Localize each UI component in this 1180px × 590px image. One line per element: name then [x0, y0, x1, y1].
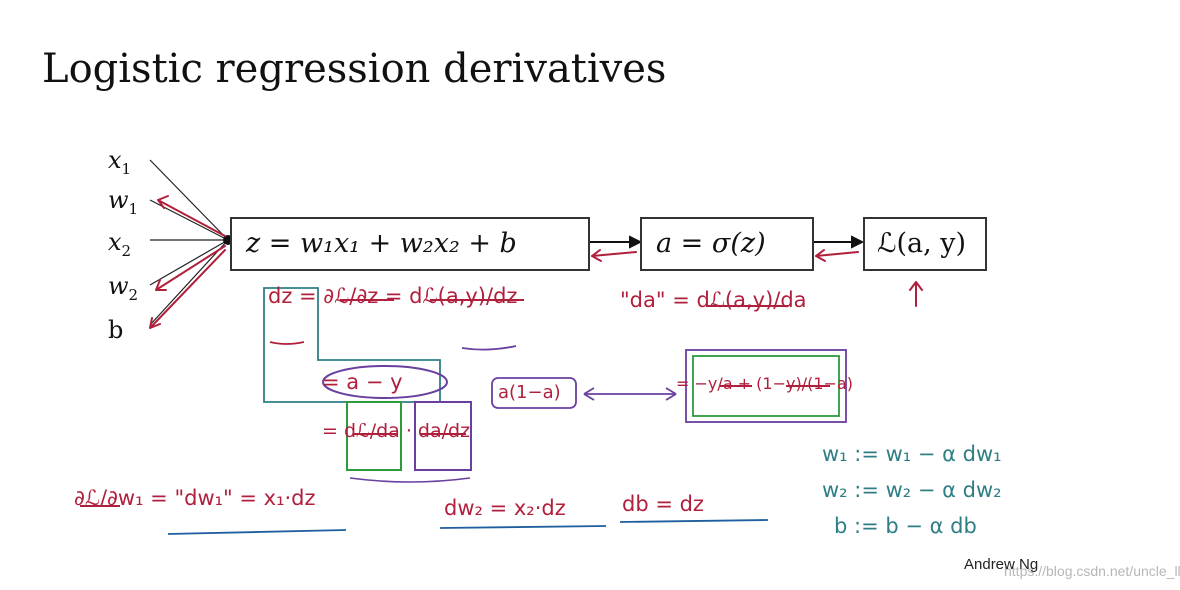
sigmoid-deriv-box: [491, 377, 577, 409]
dz-result: = a − y: [322, 370, 403, 394]
input-w1-sub: 1: [128, 199, 139, 218]
input-x2: x2: [108, 228, 131, 260]
da-result: = −y/a + (1−y)/(1−a): [676, 374, 853, 393]
z-node-label: z = w₁x₁ + w₂x₂ + b: [246, 228, 517, 259]
input-x2-var: x: [108, 228, 122, 256]
input-w2-var: w: [108, 272, 129, 300]
input-x2-sub: 2: [121, 241, 132, 260]
input-b: b: [108, 316, 123, 344]
input-lines: [149, 159, 229, 326]
loss-node-label: ℒ(a, y): [877, 228, 967, 259]
loss-node-box: ℒ(a, y): [863, 217, 987, 271]
backward-arrows-inputs: [149, 195, 226, 329]
input-w2: w2: [108, 272, 138, 304]
input-w2-sub: 2: [128, 285, 139, 304]
update-w2: w₂ := w₂ − α dw₂: [822, 478, 1002, 502]
update-w1: w₁ := w₁ − α dw₁: [822, 442, 1002, 466]
watermark: https://blog.csdn.net/uncle_ll: [1004, 563, 1180, 579]
da-result-green-box: [692, 355, 840, 417]
input-b-var: b: [108, 316, 124, 344]
da-dz-purple-box: [414, 401, 472, 471]
backward-arrows-nodes: [591, 249, 923, 307]
a-minus-y-circle: [322, 365, 448, 399]
double-arrow: [583, 387, 677, 401]
chain-underbrace: [349, 477, 471, 483]
input-x1-sub: 1: [121, 159, 132, 178]
input-x1: x1: [108, 146, 131, 178]
dw2-derivative: dw₂ = x₂·dz: [444, 496, 566, 520]
author-credit: Andrew Ng: [964, 556, 1039, 573]
update-b: b := b − α db: [834, 514, 977, 538]
dz-definition: dz = ∂ℒ/∂z = dℒ(a,y)/dz: [268, 284, 518, 308]
dl-da-green-box: [346, 401, 402, 471]
sigmoid-derivative: a(1−a): [498, 382, 561, 403]
slide-title: Logistic regression derivatives: [42, 46, 667, 92]
underlines: [167, 341, 769, 535]
db-derivative: db = dz: [622, 492, 704, 516]
forward-arrows: [588, 235, 865, 249]
dw1-derivative: ∂ℒ/∂w₁ = "dw₁" = x₁·dz: [74, 486, 316, 510]
fraction-bars: [80, 299, 830, 507]
a-node-box: a = σ(z): [640, 217, 814, 271]
a-node-label: a = σ(z): [656, 228, 766, 259]
z-node-box: z = w₁x₁ + w₂x₂ + b: [230, 217, 590, 271]
da-result-purple-box: [685, 349, 847, 423]
input-w1: w1: [108, 186, 138, 218]
dz-bracket: [263, 287, 441, 403]
input-x1-var: x: [108, 146, 122, 174]
input-w1-var: w: [108, 186, 129, 214]
dz-chain-rule: = dℒ/da · da/dz: [322, 420, 471, 442]
da-definition: "da" = dℒ(a,y)/da: [620, 288, 807, 312]
